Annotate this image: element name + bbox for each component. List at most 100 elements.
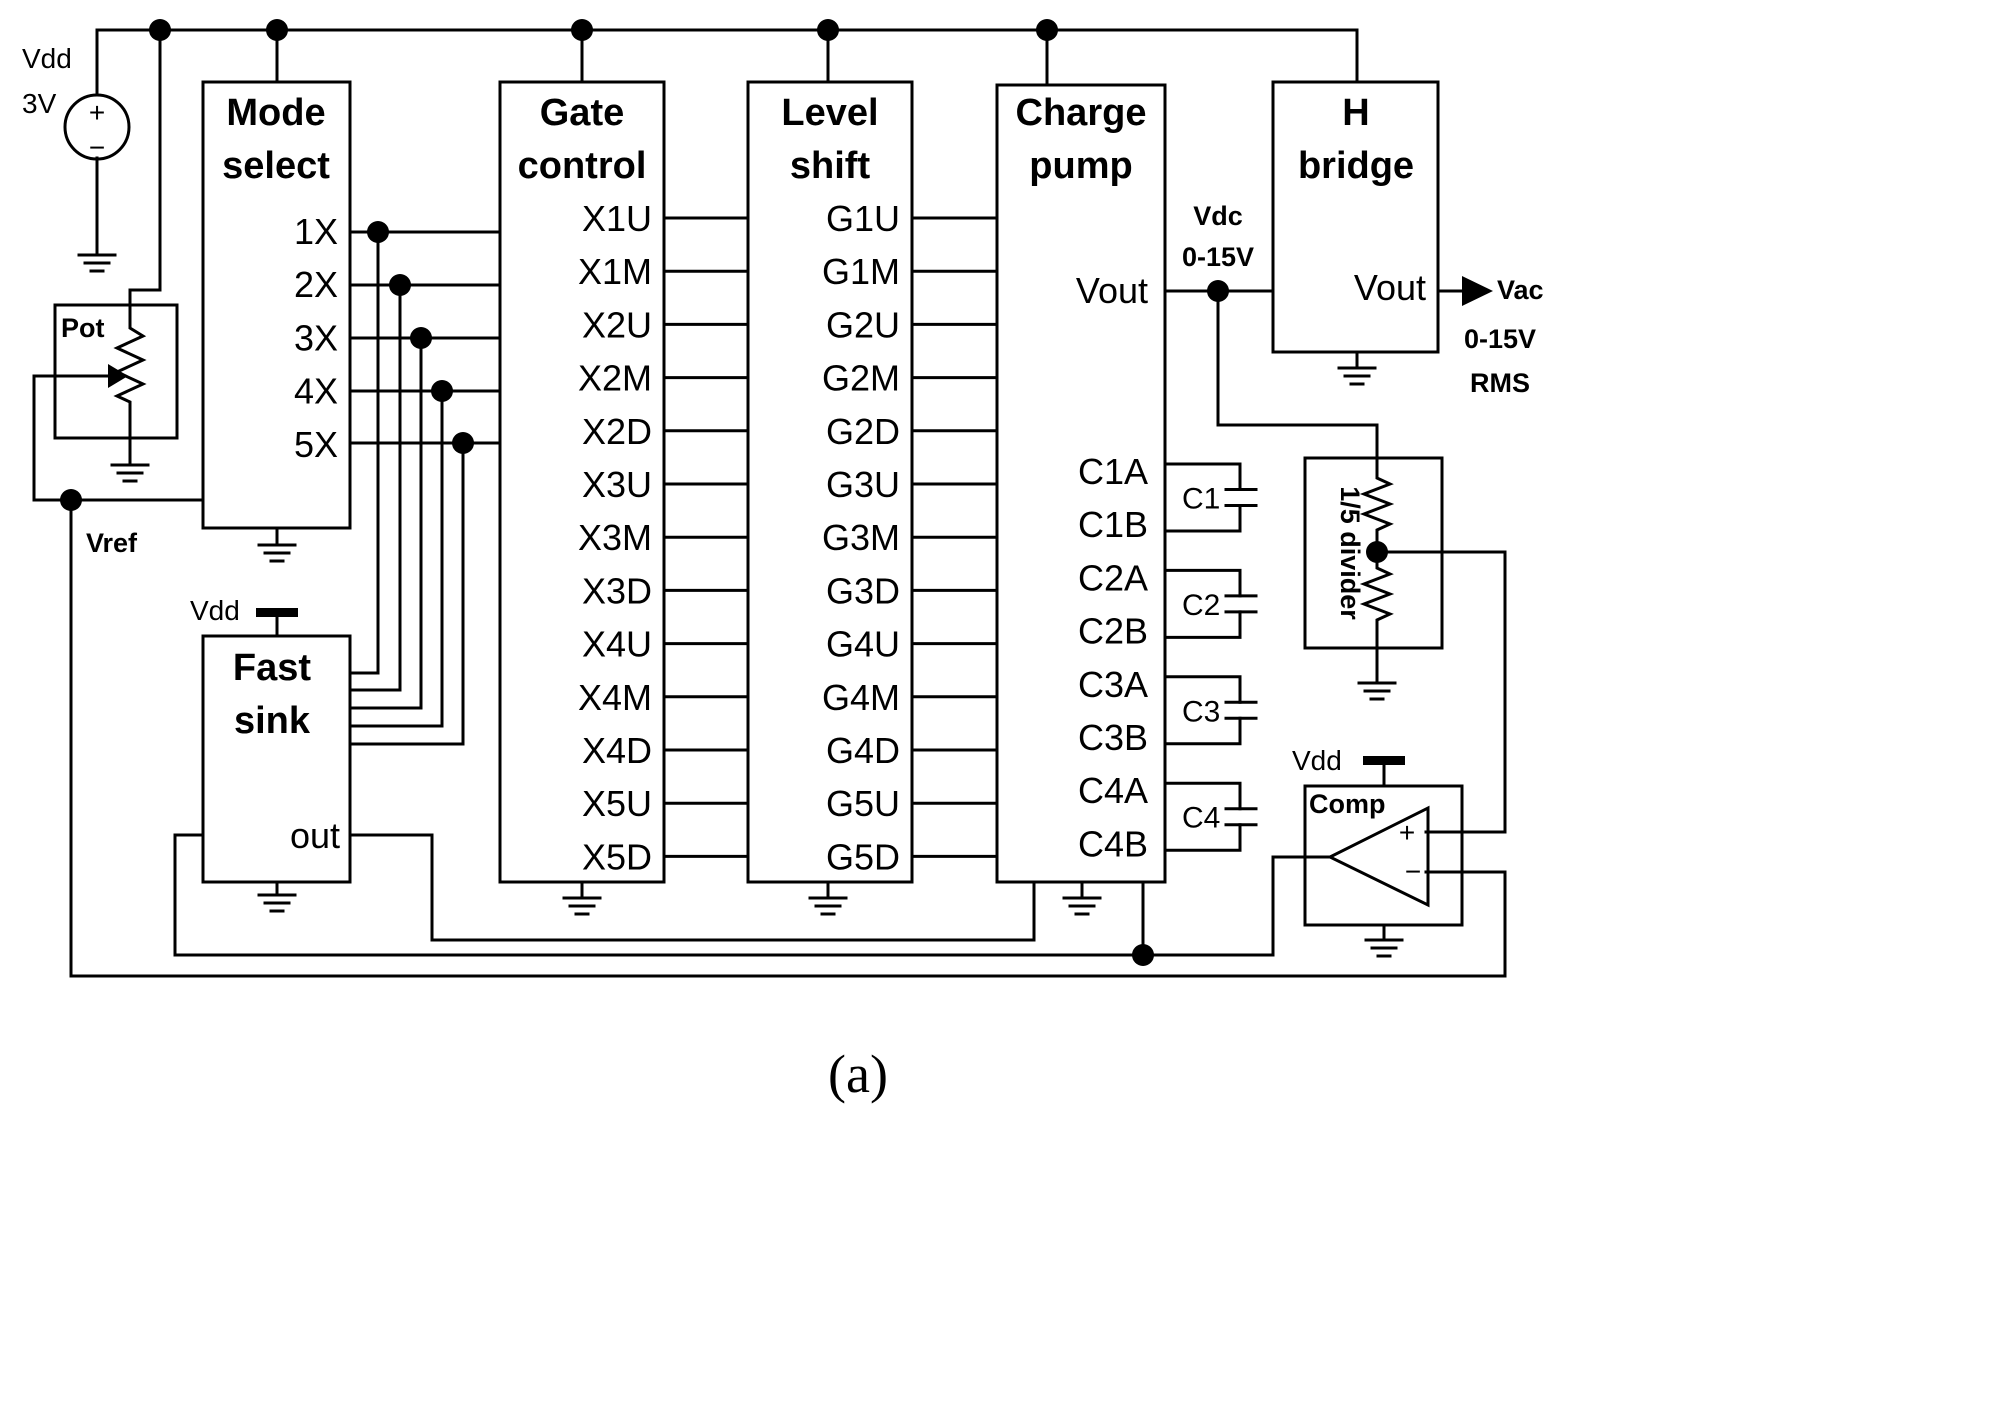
- ground-icon: [1364, 938, 1404, 958]
- level-shift-pin-label: G4U: [826, 624, 900, 665]
- mode-select-pin-label: 2X: [294, 264, 338, 305]
- capacitor-wire: [1163, 781, 1242, 852]
- voltage-source-icon: [63, 93, 131, 161]
- gate-control-pin-label: X2U: [582, 304, 652, 345]
- comp-block: [1303, 784, 1464, 927]
- vdc-label-line1: Vdc: [1193, 201, 1243, 231]
- fast-sink-title-line2: sink: [234, 700, 311, 742]
- gate-control-pin-label: X3M: [578, 517, 652, 558]
- ground-icon: [257, 543, 297, 563]
- mode-select-pin-label: 5X: [294, 424, 338, 465]
- gate-control-title-line1: Gate: [540, 92, 624, 134]
- capacitor-wire: [1163, 568, 1242, 639]
- junction-dot: [266, 19, 288, 41]
- junction-dot: [452, 432, 474, 454]
- ground-icon: [562, 896, 602, 916]
- ground-icon: [77, 253, 117, 273]
- supply-name-label: Vdd: [22, 43, 72, 74]
- charge-pump-pin-label: C2A: [1078, 557, 1148, 598]
- gate-control-pin-label: X2M: [578, 358, 652, 399]
- vac-arrow: [1462, 276, 1493, 306]
- junction-dot: [817, 19, 839, 41]
- gate-control-pin-label: X1M: [578, 251, 652, 292]
- divider-resistor-bottom-icon: [1359, 550, 1395, 634]
- comparator-icon: [1326, 805, 1430, 908]
- level-shift-pin-label: G3U: [826, 464, 900, 505]
- junction-dots: [60, 19, 1388, 966]
- gate-control-title-line2: control: [518, 145, 647, 187]
- gate-control-block: [498, 80, 666, 884]
- capacitor-wire: [1163, 675, 1242, 746]
- charge-pump-vout-label: Vout: [1076, 270, 1148, 311]
- h-bridge-title-line2: bridge: [1298, 145, 1414, 187]
- net-1x-sink: [348, 230, 380, 675]
- level-shift-pin-label: G3D: [826, 570, 900, 611]
- charge-pump-title-line1: Charge: [1016, 92, 1147, 134]
- pot-label: Pot: [61, 313, 105, 343]
- divider-block: [1303, 456, 1444, 650]
- divider-resistor-top-icon: [1359, 468, 1395, 554]
- level-shift-pin-label: G2D: [826, 411, 900, 452]
- mode-select-title-line2: select: [222, 145, 330, 187]
- vdc-to-divider: [1216, 289, 1379, 472]
- gate-control-pin-label: X2D: [582, 411, 652, 452]
- junction-dot: [1132, 944, 1154, 966]
- gate-control-pin-label: X5U: [582, 783, 652, 824]
- source-minus: −: [89, 132, 105, 163]
- net-3x-sink: [348, 336, 423, 710]
- capacitor-label: C1: [1182, 483, 1220, 516]
- level-shift-pin-label: G5U: [826, 783, 900, 824]
- junction-dot: [410, 327, 432, 349]
- mode-select-pin-label: 4X: [294, 371, 338, 412]
- capacitor-wire: [1163, 462, 1242, 533]
- level-shift-pin-label: G4D: [826, 730, 900, 771]
- charge-pump-pin-label: C3A: [1078, 664, 1148, 705]
- gate-control-pin-label: X4D: [582, 730, 652, 771]
- level-shift-pin-label: G4M: [822, 677, 900, 718]
- gate-control-pin-label: X3U: [582, 464, 652, 505]
- level-shift-pin-label: G5D: [826, 836, 900, 877]
- level-shift-pin-label: G2M: [822, 358, 900, 399]
- capacitor-label: C4: [1182, 802, 1220, 835]
- junction-dot: [1207, 280, 1229, 302]
- gate-control-pin-label: X1U: [582, 198, 652, 239]
- junction-dot: [149, 19, 171, 41]
- vref-wire: [69, 498, 1507, 978]
- fast-sink-title-line1: Fast: [233, 647, 311, 689]
- net-5x-sink: [348, 441, 465, 746]
- vac-label-line2: 0-15V: [1464, 324, 1536, 354]
- fast-sink-vdd-label: Vdd: [190, 595, 240, 626]
- junction-dot: [431, 380, 453, 402]
- ground-icon: [1337, 366, 1377, 386]
- comp-vdd-label: Vdd: [1292, 745, 1342, 776]
- level-shift-pin-label: G1M: [822, 251, 900, 292]
- charge-pump-pin-label: C1B: [1078, 504, 1148, 545]
- figure-caption: (a): [828, 1044, 888, 1104]
- gate-control-pin-label: X5D: [582, 836, 652, 877]
- junction-dot: [571, 19, 593, 41]
- charge-pump-pin-label: C4B: [1078, 823, 1148, 864]
- ground-icon: [1062, 896, 1102, 916]
- wires: [32, 28, 1507, 978]
- source-plus: +: [89, 97, 105, 128]
- supply-voltage-label: 3V: [22, 88, 57, 119]
- ground-icon: [257, 893, 297, 913]
- vdd-rail: [95, 28, 1359, 84]
- comp-label: Comp: [1309, 789, 1386, 819]
- charge-pump-title-line2: pump: [1029, 145, 1132, 187]
- ground-symbols: [77, 253, 1404, 958]
- junction-dot: [389, 274, 411, 296]
- vdd-bar-icon-sink: [256, 608, 298, 617]
- capacitor-label: C2: [1182, 589, 1220, 622]
- level-shift-title-line2: shift: [790, 145, 871, 187]
- level-shift-pin-label: G1U: [826, 198, 900, 239]
- junction-dot: [60, 489, 82, 511]
- mode-select-pin-label: 3X: [294, 317, 338, 358]
- charge-pump-pin-label: C3B: [1078, 717, 1148, 758]
- mode-select-block: [201, 80, 352, 530]
- pot-block: [53, 303, 179, 440]
